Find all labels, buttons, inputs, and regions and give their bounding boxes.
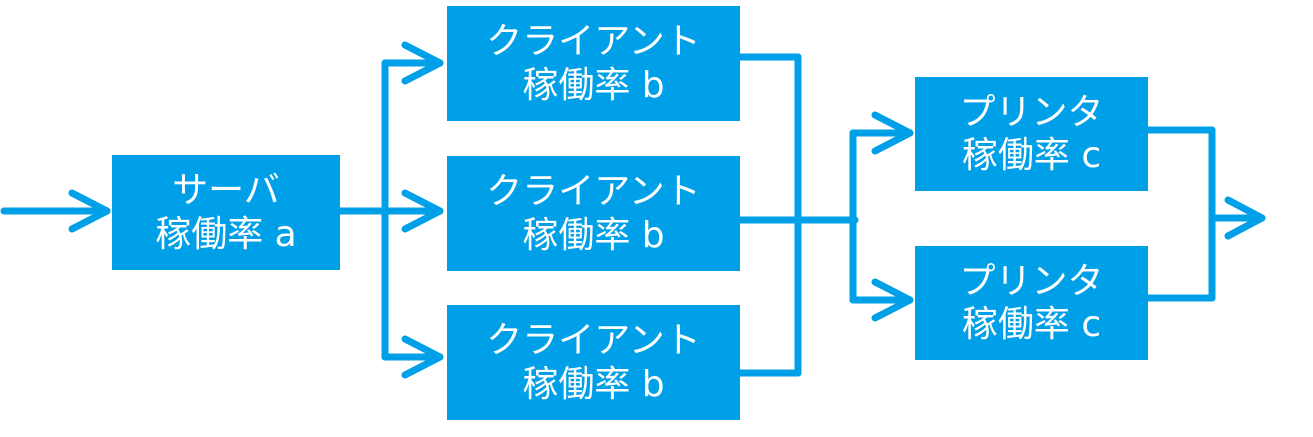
server-label: サーバ — [172, 170, 280, 212]
printer-arrowhead-bottom — [871, 278, 914, 322]
server-node: サーバ 稼働率 a — [112, 155, 340, 270]
client-availability: 稼働率 b — [522, 363, 665, 405]
client-arrowhead-top — [401, 41, 444, 85]
printer-label: プリンタ — [959, 260, 1104, 302]
client-node-3: クライアント 稼働率 b — [447, 305, 740, 420]
client-node-1: クライアント 稼働率 b — [447, 6, 740, 121]
client-arrowhead-bottom — [401, 335, 444, 379]
client-availability: 稼働率 b — [522, 214, 665, 256]
client-label: クライアント — [486, 320, 701, 362]
printer-availability: 稼働率 c — [961, 304, 1102, 345]
printer-node-2: プリンタ 稼働率 c — [915, 246, 1148, 360]
client-label: クライアント — [486, 171, 701, 213]
printer-label: プリンタ — [959, 91, 1104, 133]
client-availability: 稼働率 b — [522, 64, 665, 106]
input-arrowhead — [68, 189, 111, 233]
client-node-2: クライアント 稼働率 b — [447, 156, 740, 271]
output-arrowhead — [1224, 196, 1266, 240]
server-availability: 稼働率 a — [155, 213, 297, 255]
printer-node-1: プリンタ 稼働率 c — [915, 77, 1148, 191]
printer-availability: 稼働率 c — [961, 135, 1102, 176]
client-arrowhead-middle — [401, 189, 444, 233]
client-label: クライアント — [486, 21, 701, 63]
printer-arrowhead-top — [871, 111, 914, 155]
